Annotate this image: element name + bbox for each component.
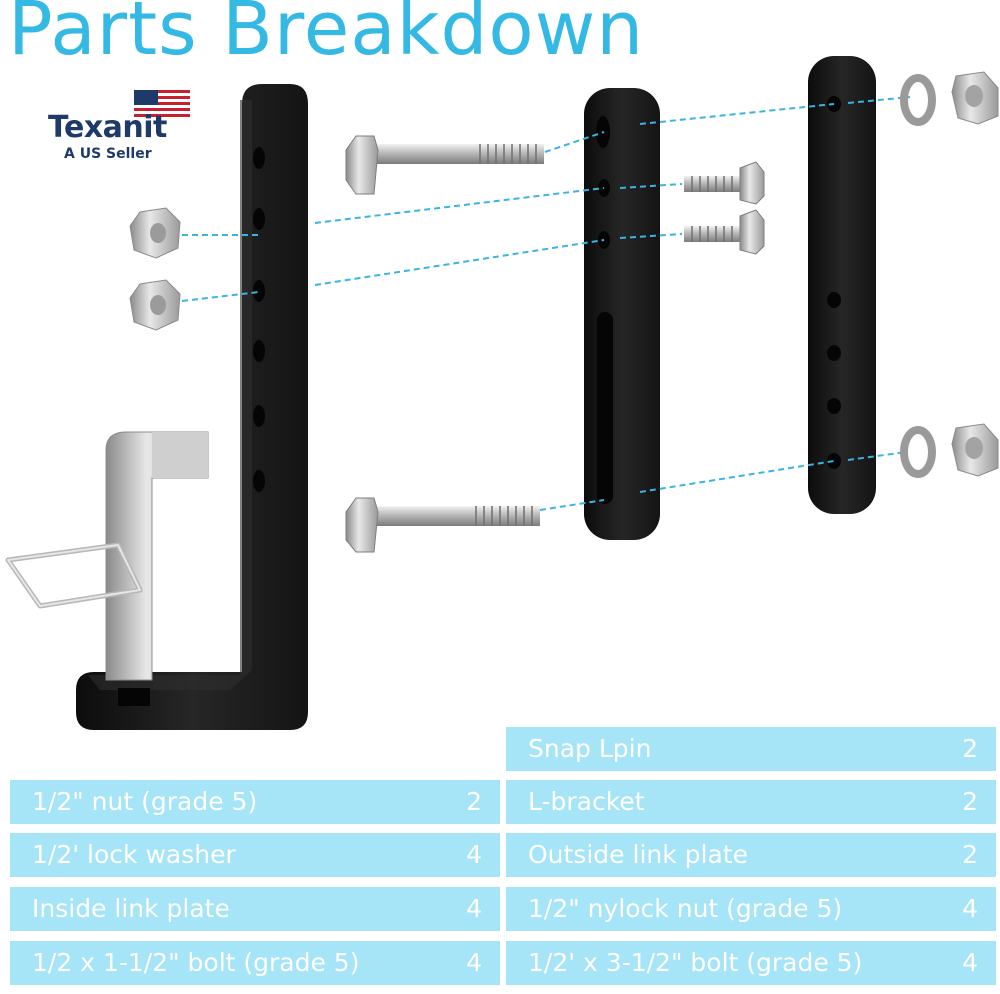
long-bolt-top: [345, 135, 544, 195]
part-qty: 4: [962, 948, 978, 977]
outside-link-plate: [808, 56, 876, 514]
part-qty: 2: [962, 840, 978, 869]
part-label: 1/2" nut (grade 5): [32, 787, 258, 816]
part-label: 1/2 x 1-1/2" bolt (grade 5): [32, 948, 360, 977]
short-bolt-top: [684, 161, 765, 205]
nylock-nut-top: [951, 71, 999, 125]
l-bracket: [76, 84, 308, 730]
part-label: 1/2' lock washer: [32, 840, 236, 869]
part-qty: 4: [466, 894, 482, 923]
lock-washer-bottom: [900, 426, 936, 478]
lock-washer-top: [900, 74, 936, 126]
parts-row: Inside link plate 4: [10, 887, 500, 931]
short-bolt-bottom: [684, 209, 765, 255]
part-label: Inside link plate: [32, 894, 230, 923]
part-qty: 4: [962, 894, 978, 923]
nylock-nut-bottom: [951, 423, 999, 477]
parts-row: Snap Lpin 2: [506, 727, 996, 771]
assembly-guide-lines: [181, 96, 911, 511]
brand-logo: Texanit A US Seller: [48, 90, 198, 165]
brand-tagline: A US Seller: [64, 146, 152, 162]
part-qty: 2: [962, 787, 978, 816]
parts-row: Outside link plate 2: [506, 833, 996, 877]
part-qty: 2: [962, 734, 978, 763]
parts-row: 1/2' x 3-1/2" bolt (grade 5) 4: [506, 941, 996, 985]
parts-row: 1/2" nylock nut (grade 5) 4: [506, 887, 996, 931]
part-qty: 4: [466, 948, 482, 977]
part-label: 1/2' x 3-1/2" bolt (grade 5): [528, 948, 863, 977]
parts-row: 1/2' lock washer 4: [10, 833, 500, 877]
part-label: 1/2" nylock nut (grade 5): [528, 894, 843, 923]
snap-lpin: [5, 431, 209, 681]
brand-name: Texanit: [48, 110, 167, 145]
part-label: L-bracket: [528, 787, 645, 816]
parts-row: 1/2 x 1-1/2" bolt (grade 5) 4: [10, 941, 500, 985]
us-flag-icon: [134, 90, 190, 120]
long-bolt-bottom: [345, 497, 540, 553]
part-qty: 4: [466, 840, 482, 869]
nut-left-bottom: [129, 279, 181, 331]
page-title: Parts Breakdown: [8, 0, 645, 72]
parts-row: 1/2" nut (grade 5) 2: [10, 780, 500, 824]
part-label: Outside link plate: [528, 840, 748, 869]
part-qty: 2: [466, 787, 482, 816]
part-label: Snap Lpin: [528, 734, 652, 763]
nut-left-top: [129, 207, 181, 259]
inside-link-plate: [584, 88, 660, 540]
parts-illustration: [5, 56, 999, 730]
parts-row: L-bracket 2: [506, 780, 996, 824]
